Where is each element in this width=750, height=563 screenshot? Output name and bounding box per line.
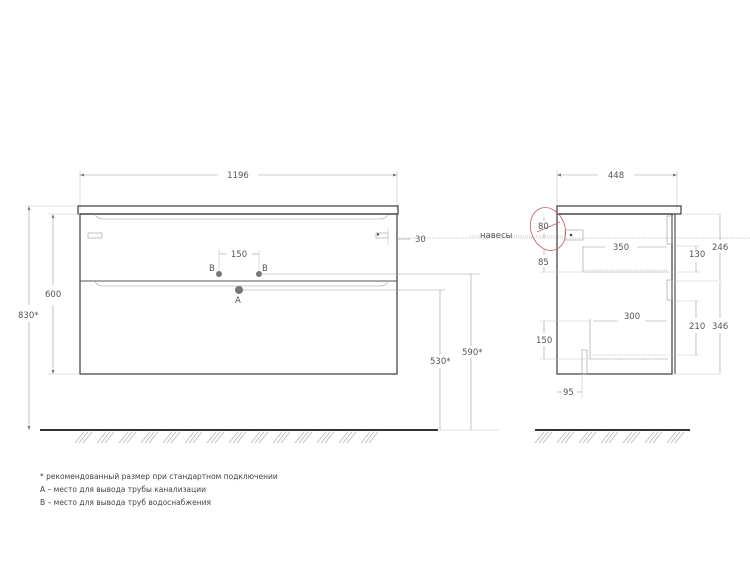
note-point-b: В – место для вывода труб водоснабжения (40, 498, 212, 507)
lower-drawer-depth-dimension: 300 (624, 312, 640, 322)
front-view: 1196 30 150 B B A (18, 170, 750, 444)
hinge-left (87, 232, 103, 239)
handle-offset-dimension: 30 (415, 235, 426, 245)
drain-height-dimension: 530* (430, 357, 450, 367)
depth-dimension: 448 (608, 171, 624, 181)
point-b-right-label: B (262, 264, 268, 274)
hinge-offset-dimension: 80 (538, 222, 549, 232)
hinge-label: навесы (480, 231, 512, 241)
lower-front-height-dimension: 346 (712, 322, 728, 332)
cabinet-height-dimension: 600 (45, 290, 61, 300)
water-height-dimension: 590* (462, 348, 482, 358)
water-outlet-b-left (216, 271, 222, 277)
upper-gap-dimension: 85 (538, 258, 549, 268)
lower-drawer-height-dimension: 210 (689, 322, 705, 332)
total-height-dimension: 830* (18, 311, 38, 321)
note-recommended-size: * рекомендованный размер при стандартном… (40, 472, 278, 481)
lower-gap-dimension: 150 (536, 336, 552, 346)
b-spacing-dimension: 150 (231, 250, 247, 260)
upper-drawer-height-dimension: 130 (689, 250, 705, 260)
hinge-marker (564, 229, 584, 241)
legend-notes: * рекомендованный размер при стандартном… (40, 470, 278, 509)
point-b-left-label: B (209, 264, 215, 274)
upper-drawer-depth-dimension: 350 (613, 243, 629, 253)
annotation-circle (529, 207, 567, 251)
point-a-label: A (235, 296, 241, 306)
upper-front-height-dimension: 246 (712, 243, 728, 253)
side-countertop (556, 205, 682, 215)
countertop (77, 205, 399, 215)
width-dimension: 1196 (227, 171, 249, 181)
side-view: 448 навесы 80 85 (470, 170, 728, 444)
drain-outlet-a (235, 286, 243, 294)
note-point-a: А – место для вывода трубы канализации (40, 485, 207, 494)
cutout-dimension: 95 (563, 388, 574, 398)
cabinet-body (79, 213, 398, 375)
